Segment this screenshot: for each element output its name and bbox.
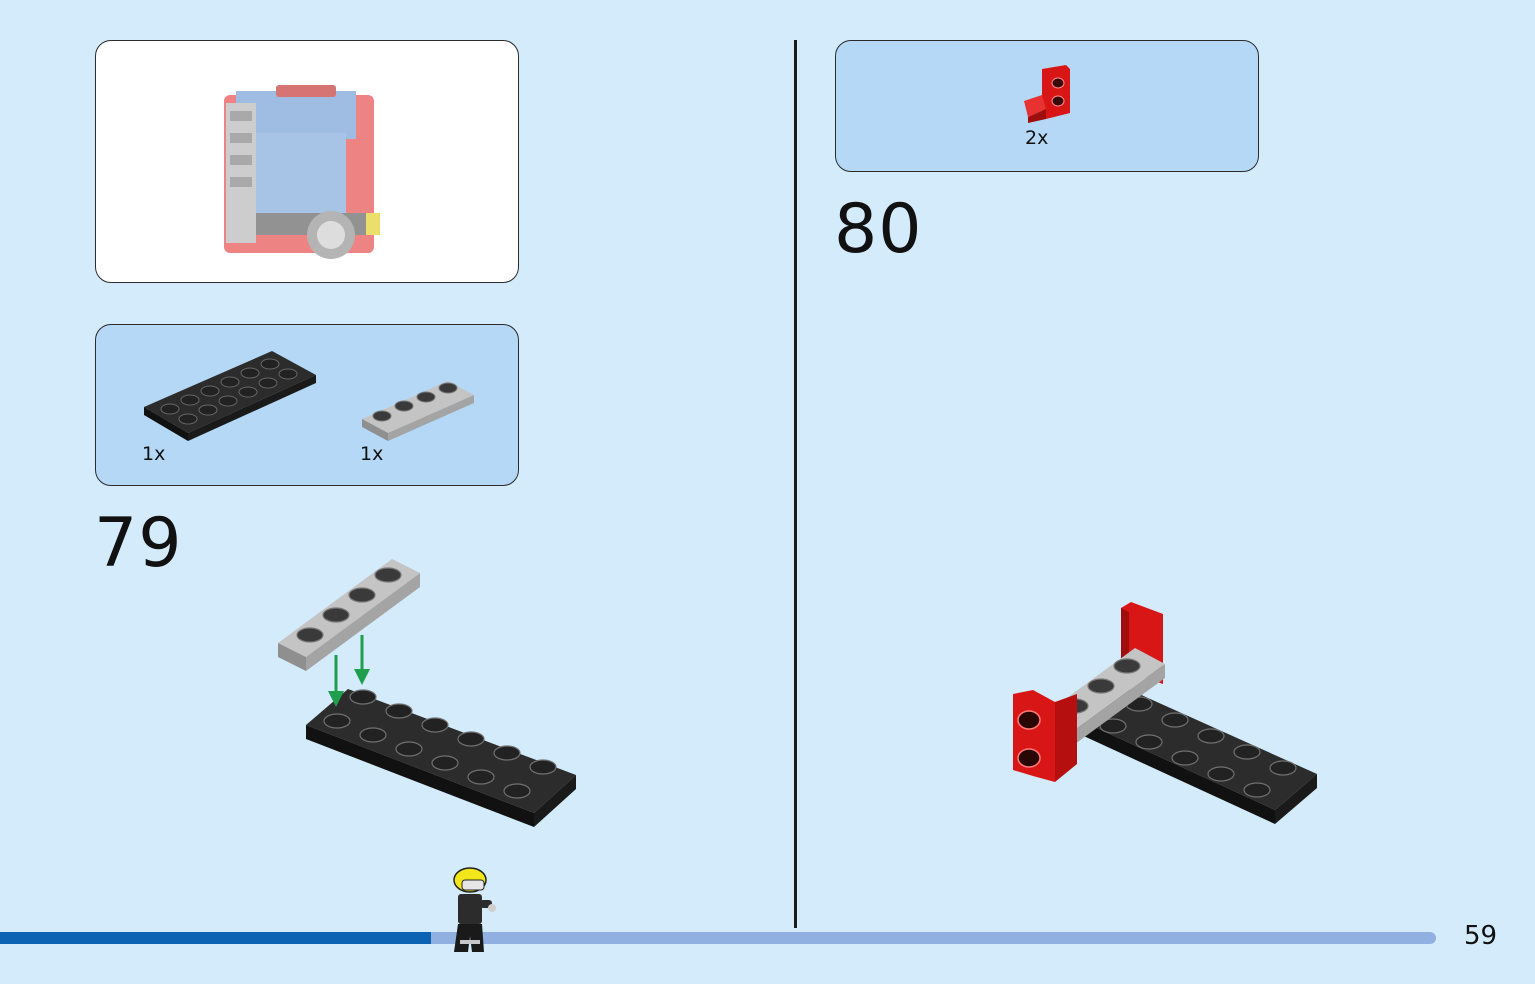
- step-79-assembly-illustration: [278, 559, 576, 827]
- red-bracket-icon: [1024, 65, 1070, 123]
- page-divider: [794, 40, 797, 928]
- part-quantity-black-plate: 1x: [142, 443, 166, 465]
- gray-plate-1x4-icon: [362, 381, 474, 441]
- part-quantity-gray-plate: 1x: [360, 443, 384, 465]
- step-80-assembly-illustration: [1013, 602, 1317, 824]
- progress-fill: [0, 932, 431, 944]
- page-number: 59: [1464, 921, 1498, 951]
- firefighter-minifigure-icon: [453, 867, 496, 952]
- black-plate-2x6-icon: [144, 351, 316, 441]
- sub-assembly-preview-panel: [95, 40, 519, 283]
- step-number-80: 80: [834, 190, 923, 269]
- fire-truck-cab-preview-icon: [224, 85, 380, 259]
- step-number-79: 79: [94, 504, 183, 583]
- parts-list-panel-step-80: 2x: [835, 40, 1259, 172]
- parts-list-panel-step-79: 1x 1x: [95, 324, 519, 486]
- part-quantity-red-bracket: 2x: [1025, 127, 1049, 149]
